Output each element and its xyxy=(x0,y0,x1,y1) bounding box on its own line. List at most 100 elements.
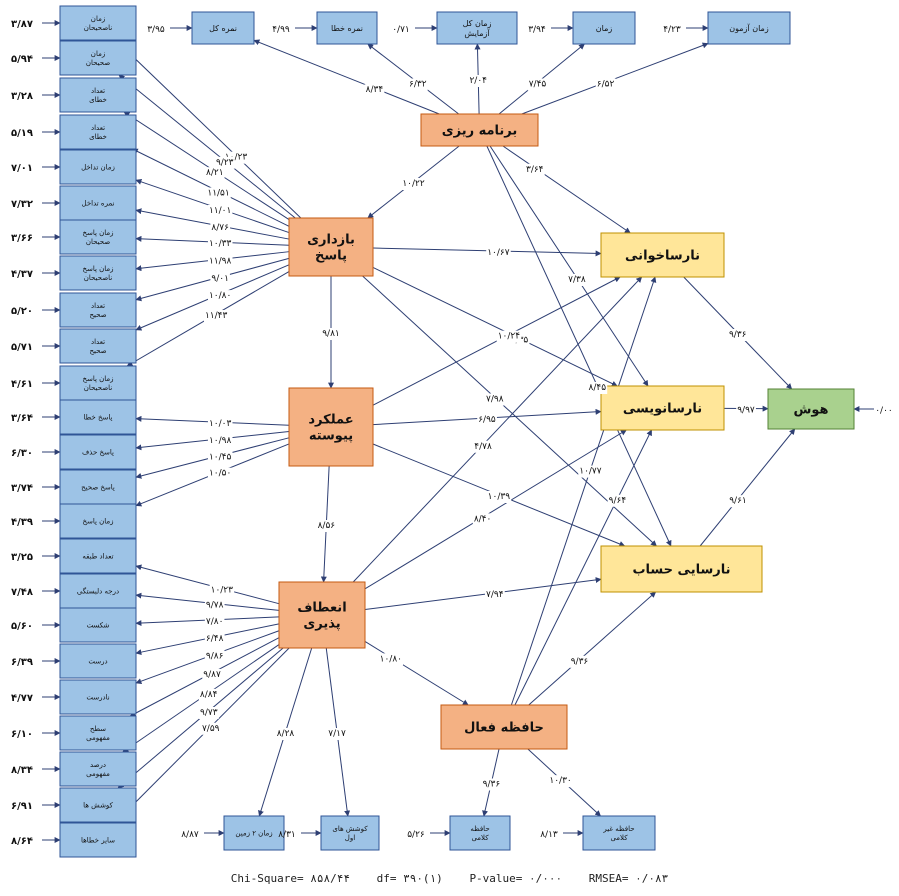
path-edge-p4-o3 xyxy=(364,577,602,610)
chi-square-stat: Chi-Square= ۸۵۸/۴۴ xyxy=(230,872,350,885)
edge-label: ۸/۳۴ xyxy=(364,84,385,97)
path-edge-p4-o2 xyxy=(364,429,627,590)
edge-label: ۱۱/۵۱ xyxy=(206,187,231,200)
path-edge-p5-o2 xyxy=(514,429,653,706)
edge-coefficient: ۹/۳۶ xyxy=(571,657,589,667)
edge-coefficient: ۱۰/۹۸ xyxy=(209,436,232,446)
observed-variable xyxy=(320,815,380,851)
executive-function-factor xyxy=(288,217,374,277)
error-variance: ۳/۲۵ xyxy=(11,552,33,563)
observed-variable-label: نمره خطا xyxy=(331,24,363,33)
executive-function-factor-label: حافظه فعال xyxy=(464,721,544,736)
edge-label: ۱۱/۹۸ xyxy=(207,255,233,268)
edge-coefficient: ۱۰/۴۵ xyxy=(209,453,232,463)
error-variance: ۶/۳۰ xyxy=(11,448,33,459)
observed-variable xyxy=(59,255,137,291)
edge-coefficient: ۱۱/۵۱ xyxy=(207,188,229,198)
edge-label: ۸/۵۶ xyxy=(316,520,337,532)
edge-label: ۱۰/۳۰ xyxy=(548,775,573,788)
edge-coefficient: ۱۰/۳۹ xyxy=(488,492,511,502)
edge-coefficient: ۹/۶۴ xyxy=(609,496,627,506)
edge-coefficient: ۶/۹۵ xyxy=(478,415,496,425)
edge-coefficient: ۷/۹۴ xyxy=(486,590,504,600)
edge-label: ۸/۴۵ xyxy=(587,382,608,394)
observed-variable-label: اول xyxy=(345,834,355,842)
edge-label: ۲/۰۴ xyxy=(468,75,489,87)
edge-coefficient: ۸/۷۶ xyxy=(211,223,229,233)
edge-label: ۹/۹۷ xyxy=(736,404,756,417)
edge-coefficient: ۲/۰۴ xyxy=(469,76,487,86)
observed-variable xyxy=(59,503,137,539)
df-stat: df= ۳۹۰(۱) xyxy=(376,872,443,885)
observed-variable-label: تعداد xyxy=(91,124,105,132)
edge-coefficient: ۱۰/۶۷ xyxy=(487,248,510,258)
edge-label: ۱۰/۲۳ xyxy=(209,584,235,597)
path-edge-p5-o3 xyxy=(528,591,657,706)
edge-coefficient: ۱۱/۴۳ xyxy=(205,311,228,321)
observed-variable-label: ناصحیحان xyxy=(84,24,112,32)
path-edge-p4-o1 xyxy=(352,276,643,583)
edge-label: ۱۱/۰۱ xyxy=(207,204,233,217)
edge-coefficient: ۱۰/۲۳ xyxy=(225,153,248,163)
edge-label: ۶/۹۵ xyxy=(477,414,497,427)
edge-label: ۷/۴۵ xyxy=(527,78,548,91)
error-variance: ۵/۹۴ xyxy=(11,54,33,65)
observed-variable xyxy=(59,399,137,435)
observed-variable-label: ناصحیحان xyxy=(84,274,112,282)
error-variance: ۳/۲۸ xyxy=(11,91,33,102)
observed-variable-label: خطای xyxy=(89,96,107,104)
edge-coefficient: ۱۱/۰۱ xyxy=(209,206,231,216)
executive-function-factor xyxy=(278,581,366,649)
edge-coefficient: ۸/۴۵ xyxy=(589,383,607,393)
path-edge-p4-l16 xyxy=(135,564,280,605)
edge-coefficient: ۹/۳۶ xyxy=(729,330,747,340)
error-variance: ۶/۱۰ xyxy=(11,729,33,740)
edge-coefficient: ۹/۰۱ xyxy=(211,274,229,284)
executive-function-factor-label: پاسخ xyxy=(315,249,347,264)
path-edge-p2-l1 xyxy=(115,39,302,219)
observed-variable-label: نمره کل xyxy=(209,24,237,33)
learning-disability-factor xyxy=(600,385,725,431)
observed-variable xyxy=(191,11,255,45)
edge-label: ۹/۸۶ xyxy=(204,650,225,663)
edge-label: ۹/۷۸ xyxy=(204,599,225,612)
observed-variable-label: شکست xyxy=(87,621,110,629)
observed-variable xyxy=(59,787,137,823)
edge-coefficient: ۱۰/۳۳ xyxy=(209,239,232,249)
observed-variable-label: زمان پاسخ xyxy=(82,265,113,273)
edge-coefficient: ۹/۸۱ xyxy=(322,329,340,339)
edge-coefficient: ۷/۸۰ xyxy=(206,617,224,627)
edge-label: ۸/۲۱ xyxy=(205,167,225,180)
observed-variable xyxy=(59,751,137,787)
edge-label: ۱۰/۵۰ xyxy=(207,467,233,480)
edge-coefficient: ۶/۵۲ xyxy=(597,79,615,89)
observed-variable-label: زمان xyxy=(91,50,105,58)
fit-statistics: Chi-Square= ۸۵۸/۴۴ df= ۳۹۰(۱) P-value= ۰… xyxy=(0,872,899,885)
learning-disability-factor-label: نارسایی حساب xyxy=(632,563,730,578)
edge-coefficient: ۷/۴۵ xyxy=(529,80,547,90)
observed-variable xyxy=(59,114,137,150)
edge-label: ۱۰/۴۵ xyxy=(207,451,233,464)
edge-coefficient: ۱۱/۹۸ xyxy=(209,256,232,266)
executive-function-factor-label: عملکرد xyxy=(308,412,353,427)
error-variance: ۰/۷۱ xyxy=(392,25,410,35)
error-variance: ۴/۳۹ xyxy=(11,517,33,528)
error-variance: ۶/۹۱ xyxy=(11,801,33,812)
observed-variable xyxy=(59,328,137,364)
error-variance: ۵/۲۶ xyxy=(407,830,425,840)
edge-label: ۹/۸۷ xyxy=(202,668,222,681)
path-edge-p1-o2 xyxy=(489,145,649,387)
edge-label: ۸/۸۴ xyxy=(198,688,219,701)
observed-variable-label: زمان کل xyxy=(463,19,492,28)
observed-variable-label: ناصحیحان xyxy=(84,384,112,392)
edge-label: ۱۱/۴۳ xyxy=(203,310,229,323)
edge-coefficient: ۱۰/۲۴ xyxy=(498,332,521,342)
error-variance: ۷/۰۱ xyxy=(11,163,33,174)
error-variance: ۳/۸۷ xyxy=(11,19,33,30)
edge-label: ۷/۹۴ xyxy=(485,588,505,601)
intelligence-factor xyxy=(767,388,855,430)
error-variance: ۶/۳۹ xyxy=(11,657,33,668)
executive-function-factor xyxy=(440,704,568,750)
edge-label: ۹/۸۱ xyxy=(321,328,341,340)
error-variance: ۸/۳۱ xyxy=(278,830,296,840)
